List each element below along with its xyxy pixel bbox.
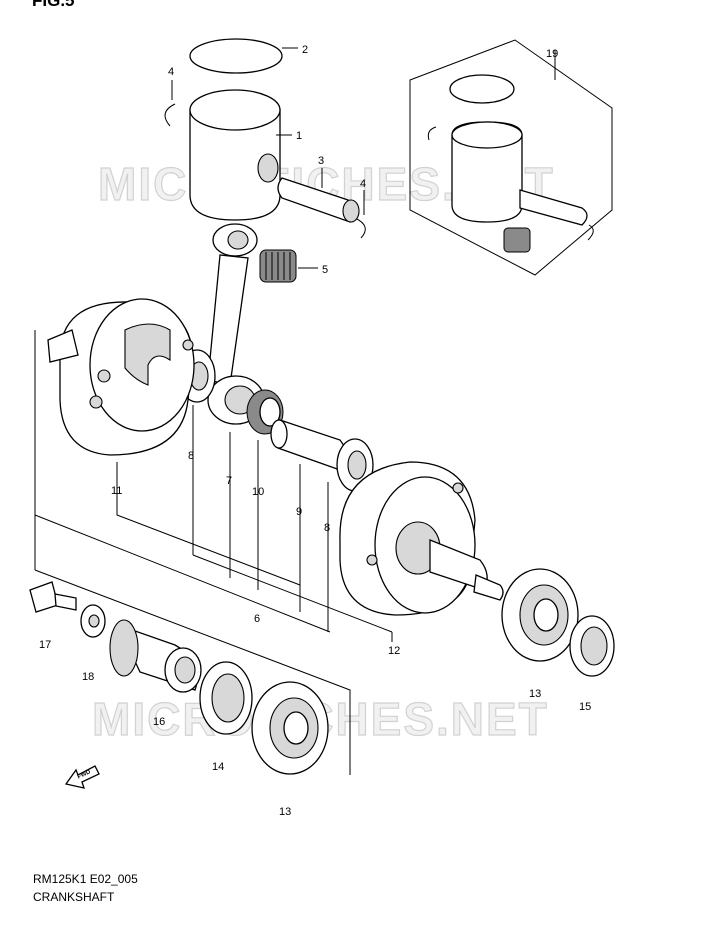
callout-7: 7 [226, 475, 232, 487]
callout-13b: 13 [529, 688, 541, 700]
piston-pin [277, 177, 360, 223]
crank-bearing-left [251, 681, 329, 775]
callout-10: 10 [252, 486, 264, 498]
connecting-rod [207, 223, 265, 425]
callout-15: 15 [579, 701, 591, 713]
callout-13a: 13 [279, 806, 291, 818]
diagram-name: CRANKSHAFT [33, 890, 115, 904]
callout-6: 6 [254, 613, 260, 625]
callout-8a: 8 [188, 450, 194, 462]
callout-5: 5 [322, 264, 328, 276]
bolt [29, 581, 77, 613]
callout-8b: 8 [324, 522, 330, 534]
callout-4b: 4 [360, 178, 366, 190]
oil-seal-left [199, 661, 253, 735]
callouts: 2 1 4 3 4 5 19 8 7 10 9 8 11 6 12 17 18 … [39, 44, 591, 818]
callout-18: 18 [82, 671, 94, 683]
fwd-arrow-icon: FWD [64, 765, 100, 789]
oil-seal-right [569, 615, 615, 677]
piston-set-box [409, 39, 613, 276]
piston-ring [189, 38, 283, 74]
crank-half-right [339, 461, 504, 616]
crank-pin [270, 419, 347, 471]
washer [80, 604, 106, 638]
callout-9: 9 [296, 506, 302, 518]
piston [189, 89, 281, 221]
assembly-lines [34, 50, 556, 775]
model-code: RM125K1 E02_005 [33, 872, 138, 886]
callout-4a: 4 [168, 66, 174, 78]
crank-half-left [47, 298, 195, 456]
small-end-needle-bearing [259, 249, 297, 283]
callout-12: 12 [388, 645, 400, 657]
circlip-right [354, 217, 366, 239]
callout-17: 17 [39, 639, 51, 651]
callout-11: 11 [111, 485, 122, 497]
callout-1: 1 [296, 130, 302, 142]
fwd-label: FWD [77, 769, 93, 780]
circlip-left [164, 103, 176, 127]
crank-gear [109, 619, 202, 693]
crank-bearing-right [501, 568, 579, 662]
callout-3: 3 [318, 155, 324, 167]
figure-title: FIG.5 [32, 0, 75, 10]
callout-16: 16 [153, 716, 165, 728]
callout-2: 2 [302, 44, 308, 56]
callout-19: 19 [546, 48, 558, 60]
callout-14: 14 [212, 761, 224, 773]
